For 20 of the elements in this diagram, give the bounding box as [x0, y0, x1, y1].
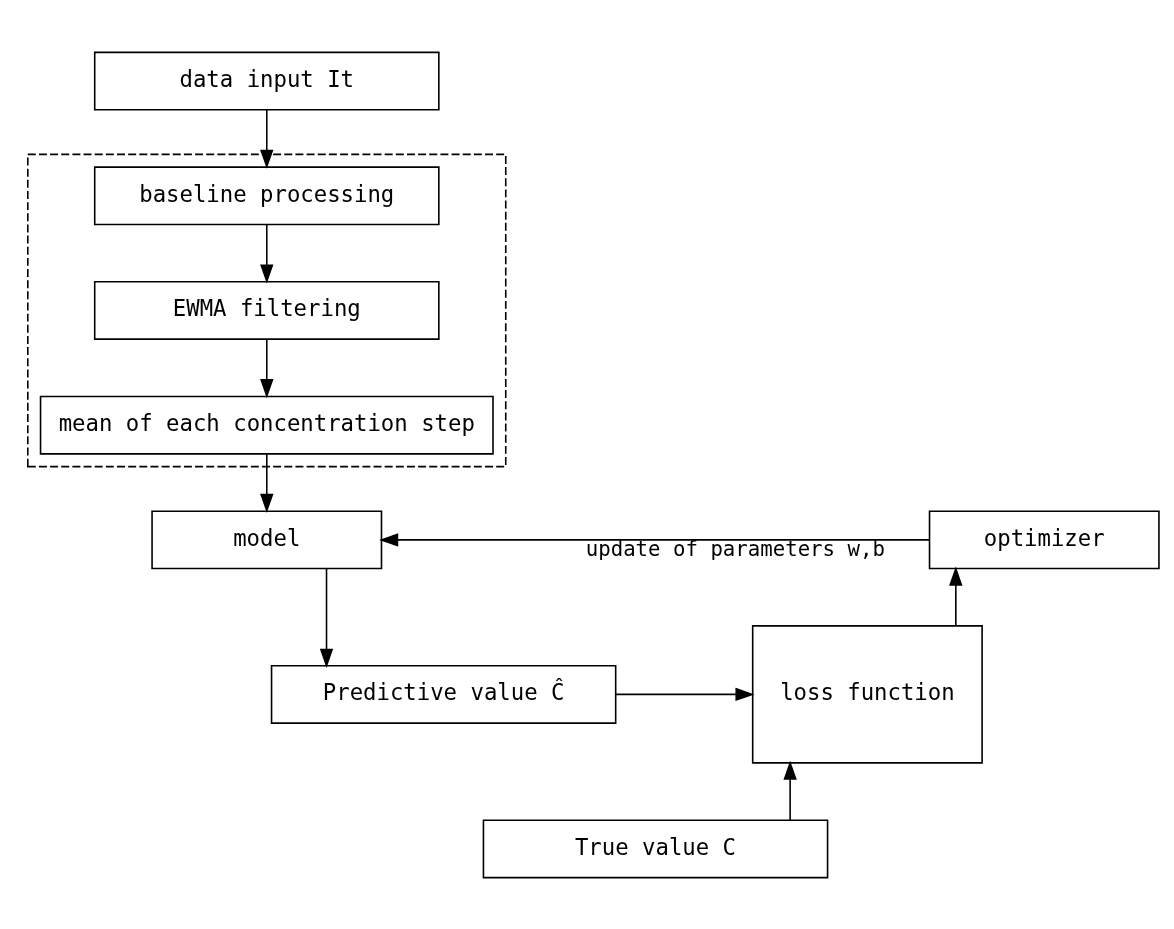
arrow: [379, 532, 930, 547]
edge-label: update of parameters w,b: [585, 536, 885, 561]
node-box: optimizer: [928, 509, 1160, 569]
node-box: Predictive value Ĉ: [270, 664, 617, 724]
arrow: [260, 108, 274, 169]
node-box: data input It: [93, 51, 440, 111]
node-box: baseline processing: [93, 165, 440, 225]
arrow: [615, 687, 755, 701]
node-box: EWMA filtering: [93, 280, 440, 340]
node-box: loss function: [751, 624, 983, 764]
arrow: [783, 760, 797, 821]
arrow: [260, 223, 274, 284]
arrow: [260, 338, 274, 398]
arrow: [260, 452, 274, 513]
node-box: True value C: [482, 818, 829, 878]
arrow: [319, 567, 334, 668]
node-box: mean of each concentration step: [39, 395, 494, 455]
arrow: [949, 566, 963, 626]
node-box: model: [151, 509, 383, 569]
cluster: [27, 153, 507, 467]
